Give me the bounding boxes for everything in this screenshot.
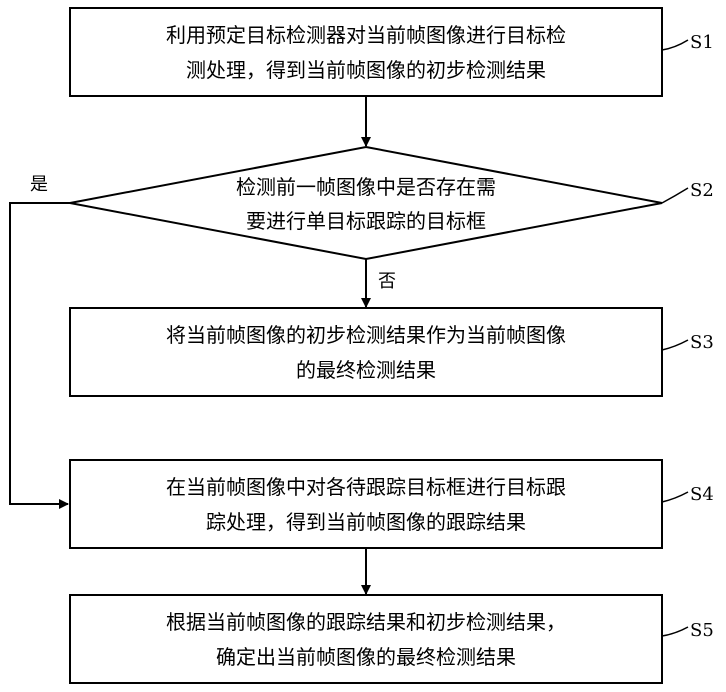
step-s1-label: S1 xyxy=(690,32,714,53)
step-s5-line2: 确定出当前帧图像的最终检测结果 xyxy=(216,645,516,669)
step-s3-line2: 的最终检测结果 xyxy=(296,358,436,382)
step-s3-label: S3 xyxy=(690,332,714,353)
step-s5: 根据当前帧图像的跟踪结果和初步检测结果， 确定出当前帧图像的最终检测结果 xyxy=(70,595,662,683)
decision-s2-diamond xyxy=(70,147,662,259)
step-s3-line1: 将当前帧图像的初步检测结果作为当前帧图像 xyxy=(166,323,566,347)
step-s3-box xyxy=(70,308,662,396)
step-s5-line1: 根据当前帧图像的跟踪结果和初步检测结果， xyxy=(166,610,566,634)
step-s4-line1: 在当前帧图像中对各待跟踪目标框进行目标跟 xyxy=(166,475,566,499)
step-s5-box xyxy=(70,595,662,683)
step-s1-line1: 利用预定目标检测器对当前帧图像进行目标检 xyxy=(166,23,566,47)
branch-yes-label: 是 xyxy=(30,174,48,195)
step-s4-leader xyxy=(662,492,688,502)
step-s4: 在当前帧图像中对各待跟踪目标框进行目标跟 踪处理，得到当前帧图像的跟踪结果 xyxy=(70,460,662,548)
arrow-s2-s4-yes xyxy=(10,203,70,504)
step-s1-leader xyxy=(662,40,688,50)
step-s3-leader xyxy=(662,340,688,350)
step-s1-box xyxy=(70,8,662,96)
step-s5-leader xyxy=(662,627,688,636)
decision-s2-line2: 要进行单目标跟踪的目标框 xyxy=(246,209,486,233)
step-s1-line2: 测处理，得到当前帧图像的初步检测结果 xyxy=(186,58,546,82)
step-s3: 将当前帧图像的初步检测结果作为当前帧图像 的最终检测结果 xyxy=(70,308,662,396)
step-s4-box xyxy=(70,460,662,548)
step-s5-label: S5 xyxy=(690,620,714,641)
step-s4-label: S4 xyxy=(690,484,714,505)
branch-no-label: 否 xyxy=(378,271,396,292)
decision-s2-label: S2 xyxy=(690,180,714,201)
step-s1: 利用预定目标检测器对当前帧图像进行目标检 测处理，得到当前帧图像的初步检测结果 xyxy=(70,8,662,96)
decision-s2-leader xyxy=(662,188,688,203)
step-s4-line2: 踪处理，得到当前帧图像的跟踪结果 xyxy=(206,510,526,534)
decision-s2: 检测前一帧图像中是否存在需 要进行单目标跟踪的目标框 xyxy=(70,147,662,259)
decision-s2-line1: 检测前一帧图像中是否存在需 xyxy=(236,175,496,199)
